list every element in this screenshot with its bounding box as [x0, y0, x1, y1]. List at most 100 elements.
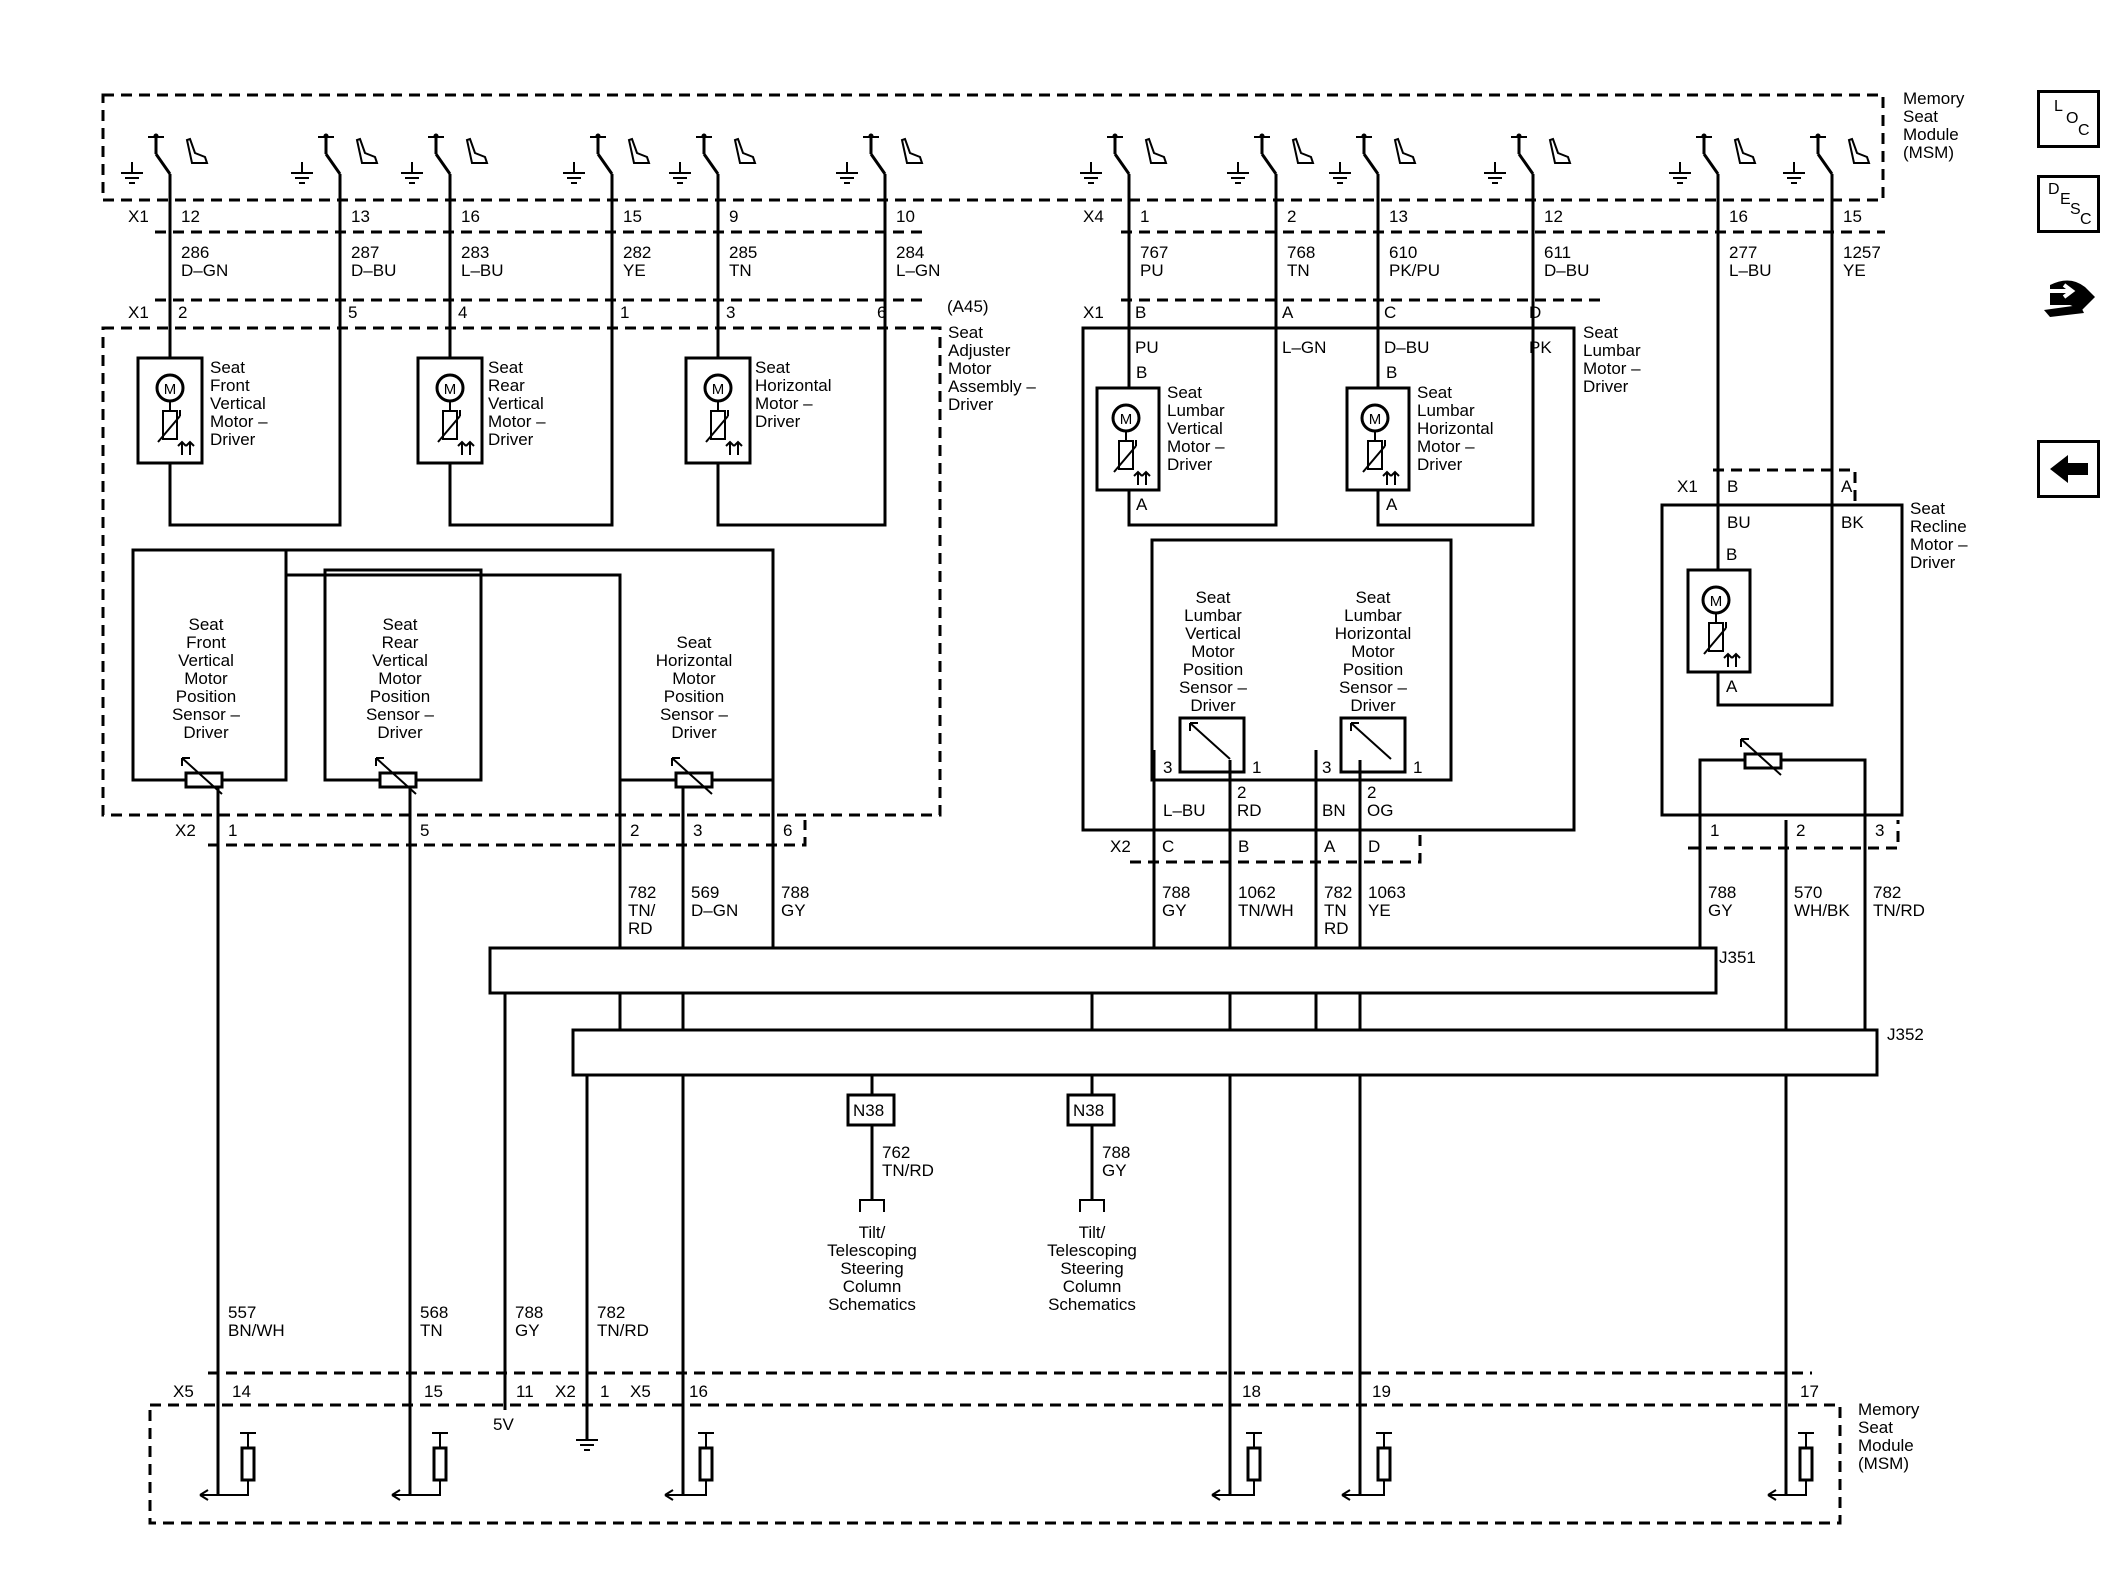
- seat-icon: [466, 138, 488, 164]
- j352-splice: [571, 1028, 1879, 1077]
- top-pin-label: 10: [896, 207, 915, 226]
- connector-x2-adjuster: X2: [175, 821, 196, 840]
- motor-pin-label: A: [1726, 677, 1738, 696]
- recline-wire-label: BK: [1841, 513, 1864, 532]
- mid-wire-color: D–GN: [691, 901, 738, 920]
- bottom-pin-label: 17: [1800, 1382, 1819, 1401]
- mid-wire-circuit: 788: [1708, 883, 1736, 902]
- seat-switch-12: [1782, 132, 1870, 200]
- seat-switch-3: [400, 132, 488, 200]
- adjuster-x2-pin: 6: [783, 821, 792, 840]
- top-wire-circuit: 277: [1729, 243, 1757, 262]
- seat-icon: [1549, 138, 1571, 164]
- bottom-pin-label: 18: [1242, 1382, 1261, 1401]
- lumbar-pin-label: C: [1384, 303, 1396, 322]
- motor-letter: M: [1369, 411, 1382, 428]
- adjuster-x2-pin: 2: [630, 821, 639, 840]
- description-button[interactable]: D E S C: [2037, 175, 2100, 233]
- motor-letter: M: [712, 381, 725, 398]
- mid-wire-color: GY: [781, 901, 806, 920]
- top-pin-label: 13: [351, 207, 370, 226]
- sensor-pin: 1: [1413, 758, 1422, 777]
- back-button[interactable]: [2037, 440, 2100, 498]
- location-button[interactable]: L O C: [2037, 90, 2100, 148]
- motor-pin-label: A: [1136, 495, 1148, 514]
- seat-switch-5: [668, 132, 756, 200]
- bottom-wire-color: BN/WH: [228, 1321, 285, 1340]
- bottom-wire-circuit: 557: [228, 1303, 256, 1322]
- connector-x2-bottom: X2: [555, 1382, 576, 1401]
- mid-wire-color: YE: [1368, 901, 1391, 920]
- adjuster-assembly-boundary: [101, 326, 942, 817]
- mid-wire-color: TN/RD: [1873, 901, 1925, 920]
- bottom-wire-circuit: 782: [597, 1303, 625, 1322]
- seat-switch-8: [1226, 132, 1314, 200]
- mid-wire-circuit: 1062: [1238, 883, 1276, 902]
- msm-input: [1767, 1432, 1814, 1501]
- top-pin-label: 13: [1389, 207, 1408, 226]
- recline-x2-pin: 2: [1796, 821, 1805, 840]
- switch-group: [120, 132, 1870, 200]
- bottom-wire-color: TN: [420, 1321, 443, 1340]
- sensor-pin: 2: [1237, 783, 1246, 802]
- lumbar-wire-label: PK: [1529, 338, 1552, 357]
- connector-x1-lumbar: X1: [1083, 303, 1104, 322]
- sensor-wire-label: OG: [1367, 801, 1393, 820]
- sensor-pin: 3: [1163, 758, 1172, 777]
- msm-input: [391, 1432, 448, 1501]
- top-wire-color: PK/PU: [1389, 261, 1440, 280]
- mid-wire-color: WH/BK: [1794, 901, 1850, 920]
- top-wire-circuit: 768: [1287, 243, 1315, 262]
- seat-icon: [901, 138, 923, 164]
- seat-icon: [186, 138, 208, 164]
- top-wire-color: L–BU: [1729, 261, 1772, 280]
- mid-wire-circuit: 782: [628, 883, 656, 902]
- top-pin-label: 12: [1544, 207, 1563, 226]
- msm-input: [664, 1432, 714, 1501]
- top-wire-circuit: 287: [351, 243, 379, 262]
- bottom-wire-color: TN/RD: [597, 1321, 649, 1340]
- bottom-pin-label: 1: [600, 1382, 609, 1401]
- top-pin-label: 9: [729, 207, 738, 226]
- bottom-pin-label: 16: [689, 1382, 708, 1401]
- seat-switch-11: [1668, 132, 1756, 200]
- top-wire-circuit: 610: [1389, 243, 1417, 262]
- splice-wire-color: GY: [1102, 1161, 1127, 1180]
- mid-wire-color: TN/RD: [628, 901, 656, 938]
- motor-pin-label: A: [1386, 495, 1398, 514]
- top-wire-circuit: 283: [461, 243, 489, 262]
- top-wire-color: PU: [1140, 261, 1164, 280]
- repair-tools-button[interactable]: [2040, 255, 2100, 335]
- mid-wire-color: TN/WH: [1238, 901, 1294, 920]
- lumbar-x2-pin: C: [1162, 837, 1174, 856]
- seat-icon: [1394, 138, 1416, 164]
- top-wire-color: YE: [1843, 261, 1866, 280]
- adjuster-x2-pin: 3: [693, 821, 702, 840]
- adjuster-x2-pin: 1: [228, 821, 237, 840]
- lumbar-pin-label: D: [1529, 303, 1541, 322]
- adjuster-pin-label: 3: [726, 303, 735, 322]
- recline-pin-label: A: [1841, 477, 1853, 496]
- lumbar-horizontal-motor: [1345, 386, 1411, 492]
- back-arrow-icon: [2050, 455, 2088, 483]
- lumbar-wire-label: L–GN: [1282, 338, 1326, 357]
- sensor-pin: 3: [1322, 758, 1331, 777]
- bottom-pin-label: 11: [516, 1382, 534, 1401]
- recline-x2-pin: 3: [1875, 821, 1884, 840]
- adjuster-pin-label: 5: [348, 303, 357, 322]
- seat-switch-7: [1079, 132, 1167, 200]
- recline-motor: [1686, 568, 1752, 674]
- connector-x4-top: X4: [1083, 207, 1104, 226]
- motor-pin-label: B: [1386, 363, 1397, 382]
- j351-splice: [488, 946, 1718, 995]
- wrench-icon: [2044, 280, 2095, 317]
- connector-x1-top: X1: [128, 207, 149, 226]
- splice-wire-circuit: 762: [882, 1143, 910, 1162]
- top-wire-circuit: 285: [729, 243, 757, 262]
